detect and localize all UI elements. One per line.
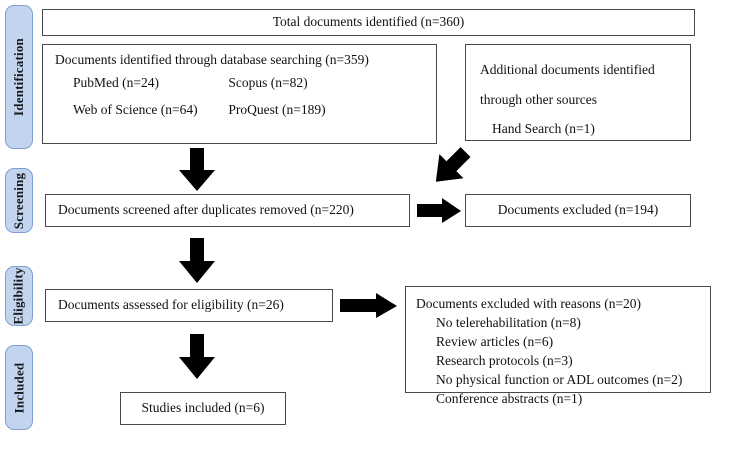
arrow-down-eligibility-to-included <box>178 334 216 380</box>
box-excluded-with-reasons-heading: Documents excluded with reasons (n=20) <box>416 296 642 311</box>
database-source-row: Web of Science (n=64) ProQuest (n=189) <box>55 102 428 130</box>
box-total-documents-text: Total documents identified (n=360) <box>272 14 465 30</box>
box-studies-included: Studies included (n=6) <box>120 392 286 425</box>
box-total-documents: Total documents identified (n=360) <box>42 9 695 36</box>
box-documents-screened-text: Documents screened after duplicates remo… <box>58 202 354 218</box>
database-source-row: PubMed (n=24) Scopus (n=82) <box>55 75 428 103</box>
stage-identification: Identification <box>5 5 33 149</box>
excluded-reason-item: Research protocols (n=3) <box>436 353 573 368</box>
box-database-searching: Documents identified through database se… <box>42 44 437 144</box>
stage-screening: Screening <box>5 168 33 233</box>
stage-eligibility-label: Eligibility <box>11 267 27 325</box>
stage-screening-label: Screening <box>11 172 27 229</box>
box-additional-documents-line1: Additional documents identified <box>480 62 655 77</box>
box-documents-assessed-eligibility-text: Documents assessed for eligibility (n=26… <box>58 297 284 313</box>
box-documents-assessed-eligibility: Documents assessed for eligibility (n=26… <box>45 289 333 322</box>
source-web-of-science: Web of Science (n=64) <box>73 102 198 117</box>
box-documents-excluded: Documents excluded (n=194) <box>465 194 691 227</box>
source-scopus: Scopus (n=82) <box>228 75 308 90</box>
box-documents-screened: Documents screened after duplicates remo… <box>45 194 410 227</box>
arrow-right-eligibility-to-excluded-reasons <box>340 293 398 319</box>
box-documents-excluded-text: Documents excluded (n=194) <box>497 202 659 218</box>
box-additional-documents-line2: through other sources <box>480 92 597 107</box>
arrow-down-screening-to-eligibility <box>178 238 216 284</box>
excluded-reason-item: Conference abstracts (n=1) <box>436 391 583 406</box>
box-additional-documents: Additional documents identified through … <box>465 44 691 141</box>
box-excluded-with-reasons: Documents excluded with reasons (n=20) N… <box>405 286 711 406</box>
stage-eligibility: Eligibility <box>5 266 33 326</box>
stage-included: Included <box>5 345 33 430</box>
arrow-down-identification-to-screening <box>178 148 216 192</box>
excluded-reason-item: Review articles (n=6) <box>436 334 554 349</box>
source-proquest: ProQuest (n=189) <box>228 102 326 117</box>
arrow-right-screened-to-excluded <box>417 198 462 224</box>
stage-included-label: Included <box>11 362 27 413</box>
box-studies-included-text: Studies included (n=6) <box>141 400 265 416</box>
arrow-diagonal-additional-to-screening <box>424 144 476 194</box>
excluded-reason-item: No telerehabilitation (n=8) <box>436 315 581 330</box>
stage-identification-label: Identification <box>11 38 27 116</box>
box-database-searching-heading: Documents identified through database se… <box>55 52 369 67</box>
excluded-reason-item: No physical function or ADL outcomes (n=… <box>436 372 683 387</box>
source-pubmed: PubMed (n=24) <box>73 75 159 90</box>
box-additional-documents-hand-search: Hand Search (n=1) <box>492 121 595 136</box>
